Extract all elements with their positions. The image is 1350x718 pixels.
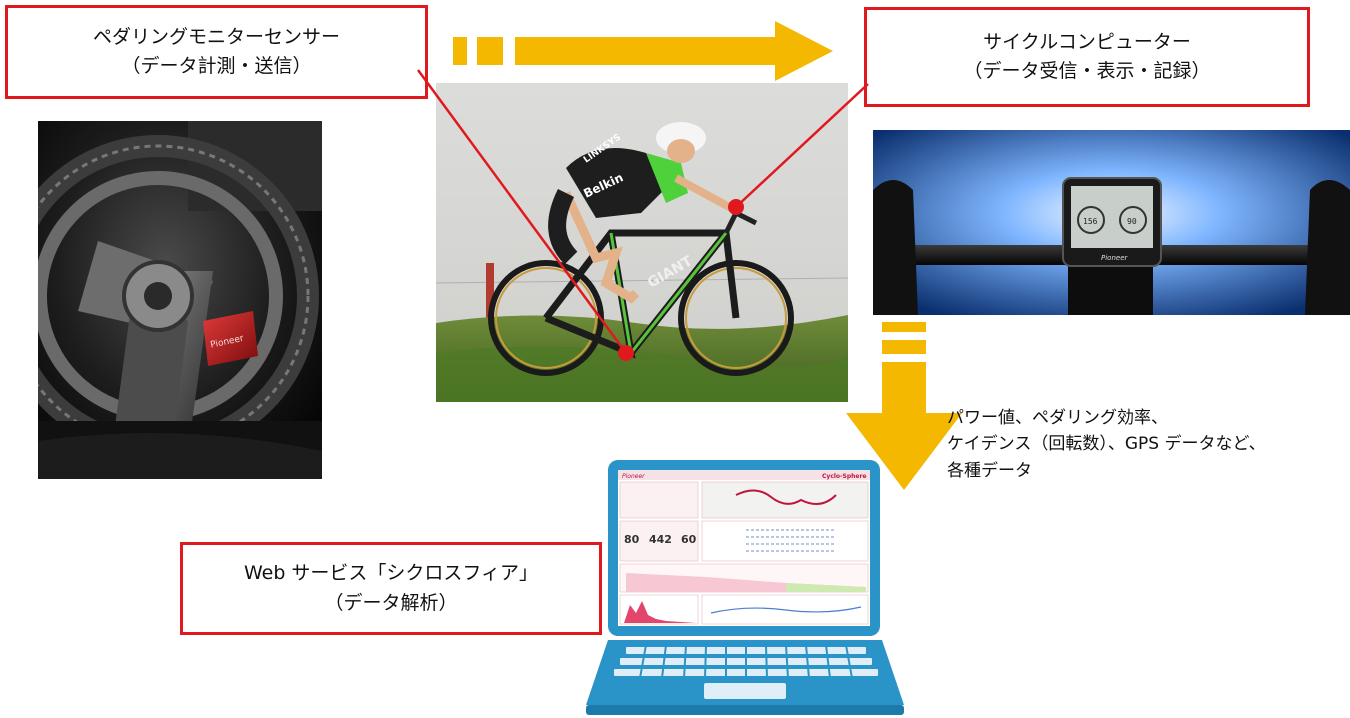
- data-description: パワー値、ペダリング効率、 ケイデンス（回転数）、GPS データなど、 各種デー…: [947, 405, 1266, 484]
- device-brand-text: Pioneer: [1101, 254, 1128, 262]
- sensor-label-box: ペダリングモニターセンサー （データ計測・送信）: [5, 5, 428, 99]
- laptop-icon: Pioneer Cyclo-Sphere 80 442 60: [586, 455, 904, 718]
- data-note-line1: パワー値、ペダリング効率、: [947, 408, 1168, 428]
- screen-metric-2: 442: [649, 533, 672, 546]
- computer-label-line1: サイクルコンピューター: [983, 30, 1191, 53]
- device-reading-left: 156: [1083, 217, 1098, 226]
- screen-title-text: Cyclo-Sphere: [822, 473, 867, 480]
- cyclist-photo: GIANT LINKSYS Belkin: [436, 83, 848, 402]
- cycle-computer-photo: 156 90 Pioneer: [873, 130, 1350, 315]
- computer-label-box: サイクルコンピューター （データ受信・表示・記録）: [864, 7, 1310, 107]
- power-meter-crank-photo: Pioneer: [38, 121, 322, 479]
- sensor-label-line1: ペダリングモニターセンサー: [92, 25, 340, 48]
- screen-metric-1: 80: [624, 533, 640, 546]
- data-note-line2: ケイデンス（回転数）、GPS データなど、: [947, 434, 1266, 455]
- data-note-line3: 各種データ: [947, 460, 1032, 481]
- screen-brand-text: Pioneer: [622, 473, 645, 480]
- web-label-line1: Web サービス「シクロスフィア」: [243, 562, 539, 585]
- screen-metric-3: 60: [681, 533, 697, 546]
- device-reading-right: 90: [1127, 217, 1137, 226]
- web-label-line2: （データ解析）: [324, 591, 458, 614]
- flow-arrow-right-icon: [453, 21, 833, 81]
- web-service-label-box: Web サービス「シクロスフィア」 （データ解析）: [180, 542, 602, 635]
- computer-label-line2: （データ受信・表示・記録）: [963, 60, 1211, 82]
- sensor-label-line2: （データ計測・送信）: [121, 55, 312, 77]
